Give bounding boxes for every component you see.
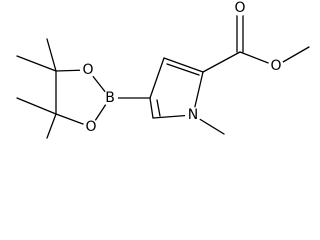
nitrogen-label: N — [188, 107, 198, 123]
oxygen-ester-atom: O — [268, 58, 284, 74]
oxygen-ring-top-label: O — [82, 62, 93, 78]
atom-labels: B O O N O O — [80, 0, 284, 135]
bond-c3-c2 — [163, 57, 204, 73]
bond-methyl-bottom-1 — [16, 97, 57, 115]
bond-c4-c3 — [149, 57, 165, 99]
oxygen-ring-bottom-label: O — [85, 119, 96, 135]
oxygen-ring-bottom-atom: O — [83, 119, 99, 135]
oxygen-carbonyl-label: O — [234, 0, 245, 16]
bond-c4-c5 — [149, 97, 154, 119]
nitrogen-atom: N — [185, 107, 201, 123]
oxygen-carbonyl-atom: O — [232, 0, 248, 16]
molecule-structure: B O O N O O — [16, 0, 310, 139]
bond-methyl-top-1 — [46, 38, 57, 72]
bond-group — [16, 12, 310, 139]
bond-c3-c2-double — [166, 63, 200, 76]
oxygen-ring-top-atom: O — [80, 62, 96, 78]
bond-methyl-bottom-2 — [46, 113, 57, 139]
oxygen-ester-label: O — [270, 58, 281, 74]
bond-c2-carbonyl-c — [202, 51, 241, 73]
bond-c4-c5-double — [156, 99, 161, 117]
bond-methyl-top-2 — [16, 55, 57, 72]
boron-label: B — [105, 90, 115, 106]
boron-atom: B — [102, 90, 118, 106]
